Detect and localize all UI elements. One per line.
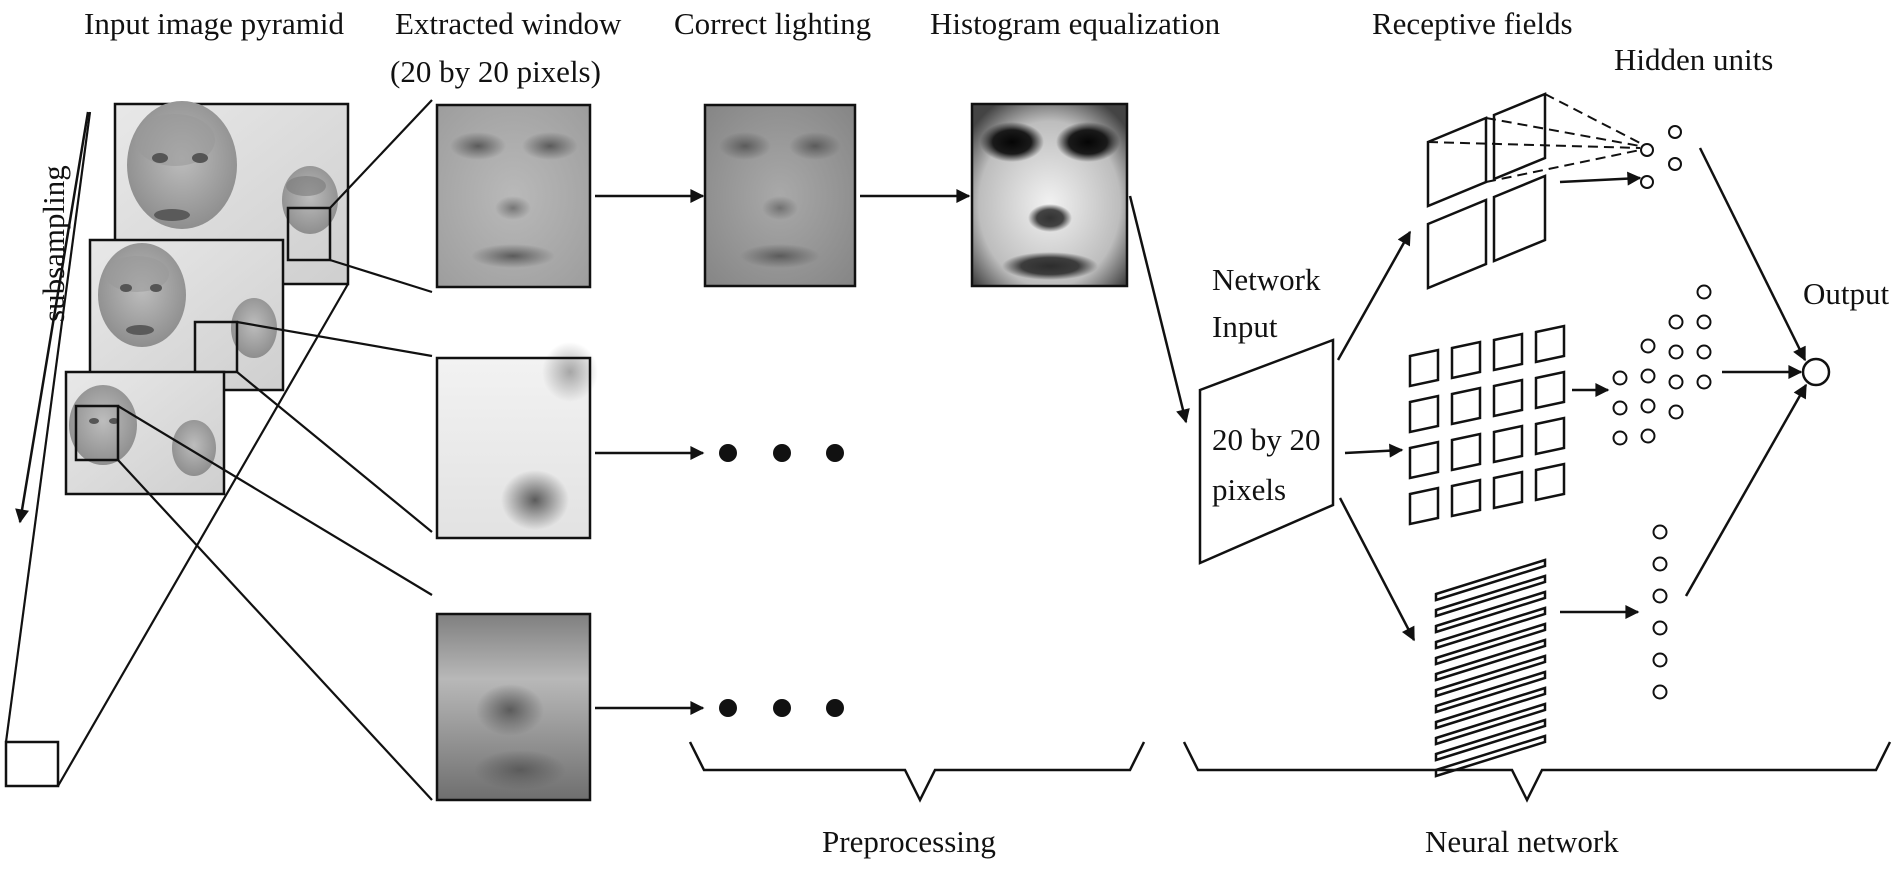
- hidden-units-grid: [1612, 284, 1712, 446]
- receptive-field-cell: [1408, 348, 1440, 388]
- receptive-field-cell: [1534, 416, 1566, 456]
- hidden-unit: [1668, 314, 1684, 330]
- arrow-top-to-output: [1698, 147, 1807, 362]
- receptive-field-stripe: [1434, 686, 1547, 730]
- label-input: Input: [1212, 309, 1278, 344]
- receptive-field-cell: [1534, 462, 1566, 502]
- label-correct-lighting: Correct lighting: [674, 6, 871, 41]
- receptive-field-stripe: [1434, 606, 1547, 650]
- receptive-field-stripe: [1434, 558, 1547, 602]
- arrow-stripes-to-output: [1684, 383, 1808, 597]
- hidden-unit: [1696, 344, 1712, 360]
- receptive-field-stripe: [1434, 670, 1547, 714]
- hidden-unit: [1696, 314, 1712, 330]
- brace-preprocessing: [688, 741, 1146, 803]
- receptive-field-projection-dashes: [1427, 93, 1641, 183]
- receptive-field-cell: [1492, 470, 1524, 510]
- ellipsis-row-1: [719, 444, 844, 462]
- receptive-field-stripe: [1434, 574, 1547, 618]
- label-hidden-units: Hidden units: [1614, 42, 1773, 77]
- hidden-unit: [1668, 374, 1684, 390]
- receptive-field-cell: [1408, 440, 1440, 480]
- hidden-unit: [1652, 556, 1668, 572]
- receptive-field-stripe: [1434, 590, 1547, 634]
- output-unit: [1801, 357, 1831, 387]
- receptive-field-cell: [1492, 378, 1524, 418]
- hidden-unit: [1652, 524, 1668, 540]
- receptive-field-stripe: [1434, 654, 1547, 698]
- hidden-unit: [1652, 684, 1668, 700]
- hidden-unit: [1652, 588, 1668, 604]
- correct-lighting-window: [703, 103, 857, 288]
- hidden-unit: [1640, 428, 1656, 444]
- hidden-unit: [1640, 398, 1656, 414]
- label-preprocessing: Preprocessing: [822, 824, 996, 859]
- receptive-field-cell: [1492, 424, 1524, 464]
- hidden-unit: [1640, 368, 1656, 384]
- receptive-field-cell: [1534, 324, 1566, 364]
- extracted-window-nonface-2: [435, 612, 592, 802]
- pyramid-image-medium: [88, 238, 285, 392]
- network-input-plane: [1198, 338, 1335, 565]
- extracted-window-face: [435, 103, 592, 289]
- ellipsis-row-2: [719, 699, 844, 717]
- receptive-field-stripe: [1434, 638, 1547, 682]
- hidden-unit: [1612, 370, 1628, 386]
- label-net-pixels: pixels: [1212, 472, 1286, 507]
- receptive-field-cell: [1408, 486, 1440, 526]
- hidden-unit: [1612, 430, 1628, 446]
- subsampling-arrow: [15, 111, 90, 524]
- hidden-unit: [1696, 284, 1712, 300]
- hidden-units-quadrants: [1640, 125, 1682, 189]
- arrow-to-network-input: [1128, 195, 1190, 424]
- hidden-unit: [1640, 338, 1656, 354]
- hidden-unit: [1668, 404, 1684, 420]
- pyramid-image-small: [64, 370, 226, 496]
- histogram-equalization-window: [970, 102, 1129, 288]
- hidden-unit: [1612, 400, 1628, 416]
- receptive-field-stripe: [1434, 622, 1547, 666]
- label-network: Network: [1212, 262, 1321, 297]
- arrow-to-rf-grid: [1344, 443, 1404, 458]
- arrow-to-rf-stripes: [1338, 497, 1416, 642]
- receptive-field-cell: [1408, 394, 1440, 434]
- receptive-field-stripe: [1434, 718, 1547, 762]
- arrow-quadrants-to-hidden: [1559, 171, 1642, 186]
- label-neural-network: Neural network: [1425, 824, 1619, 859]
- window-projection-lines: [4, 99, 433, 801]
- pyramid-image-large: [113, 101, 350, 286]
- label-input-image-pyramid: Input image pyramid: [84, 6, 344, 41]
- label-net-size: 20 by 20: [1212, 422, 1321, 457]
- hidden-unit: [1696, 374, 1712, 390]
- receptive-field-cell: [1450, 340, 1482, 380]
- receptive-field-cell: [1450, 386, 1482, 426]
- receptive-field-cell: [1534, 370, 1566, 410]
- hidden-unit: [1652, 620, 1668, 636]
- extracted-window-nonface-1: [435, 342, 598, 540]
- hidden-units-stripes: [1652, 524, 1668, 700]
- receptive-field-quadrants: [1426, 92, 1547, 290]
- pyramid-image-smallest: [4, 740, 60, 788]
- hidden-unit: [1652, 652, 1668, 668]
- receptive-field-stripe: [1434, 702, 1547, 746]
- label-output: Output: [1803, 276, 1890, 311]
- brace-neural-network: [1182, 741, 1892, 803]
- receptive-field-stripe: [1434, 734, 1547, 778]
- receptive-field-stripes: [1434, 558, 1547, 778]
- arrow-to-rf-quadrants: [1336, 230, 1412, 361]
- receptive-field-cell: [1450, 432, 1482, 472]
- label-extracted-window-size: (20 by 20 pixels): [390, 54, 601, 89]
- receptive-field-cell: [1450, 478, 1482, 518]
- hidden-unit: [1668, 344, 1684, 360]
- receptive-field-grid: [1408, 324, 1566, 526]
- receptive-field-cell: [1492, 332, 1524, 372]
- label-receptive-fields: Receptive fields: [1372, 6, 1573, 41]
- label-histogram-equalization: Histogram equalization: [930, 6, 1221, 41]
- label-extracted-window: Extracted window: [395, 6, 622, 41]
